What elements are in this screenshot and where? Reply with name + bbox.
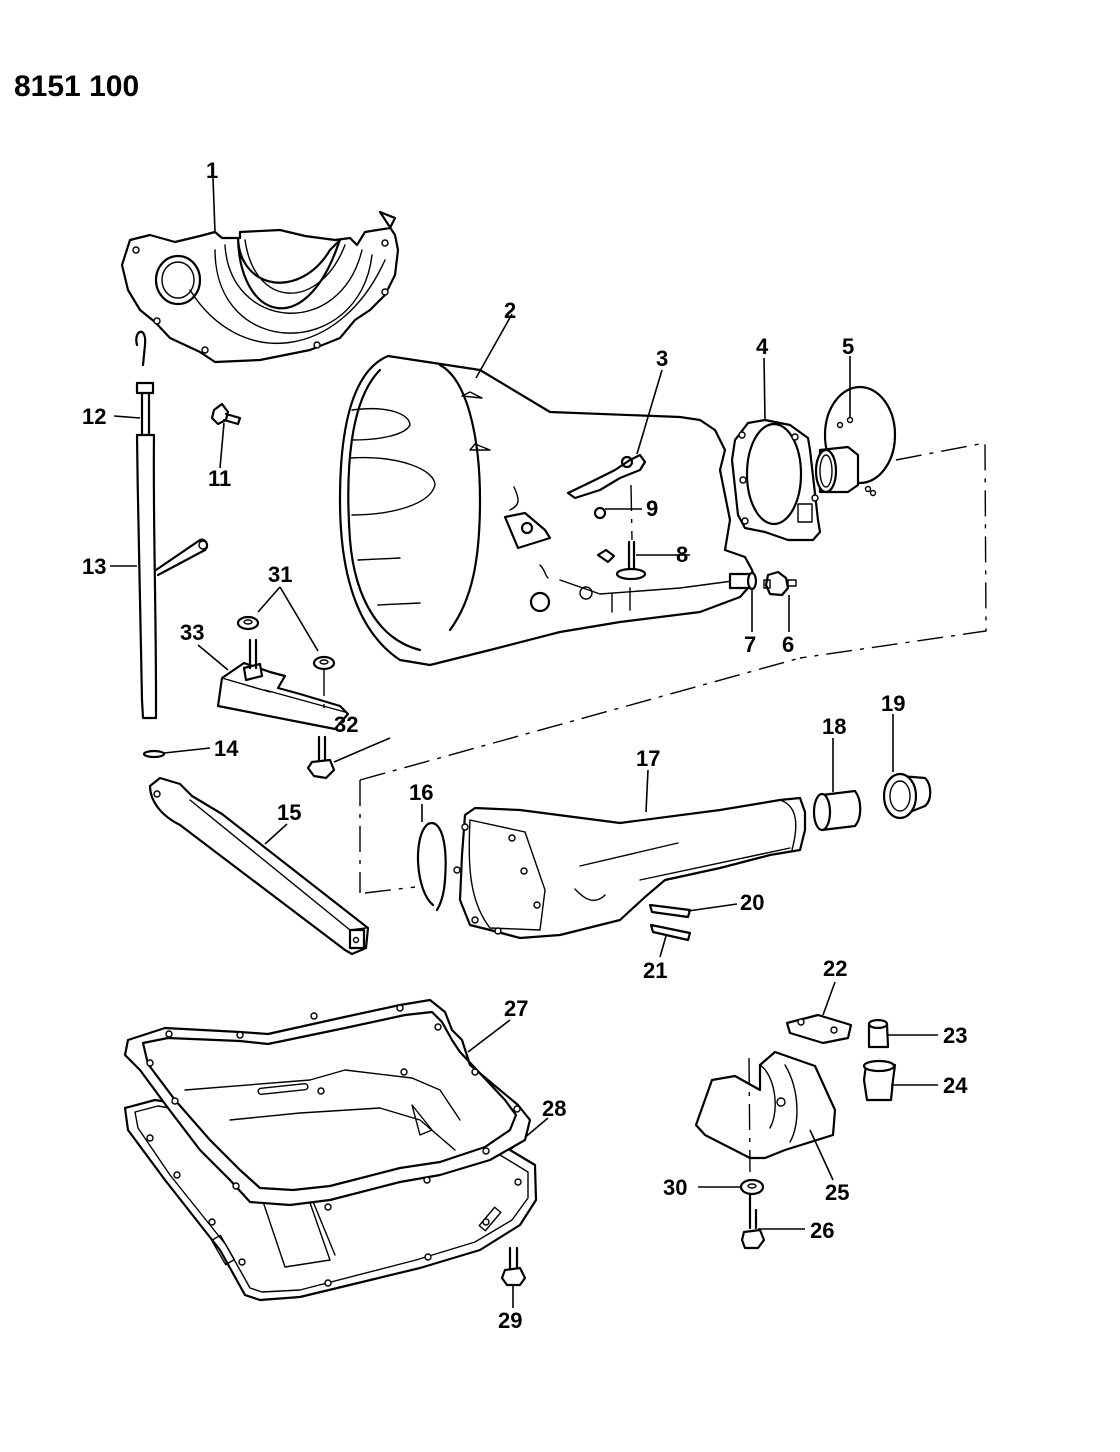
callout-18: 18 bbox=[822, 714, 846, 739]
callout-26: 26 bbox=[810, 1218, 834, 1243]
assembly-guide-line bbox=[359, 442, 987, 894]
part-2-transmission-case[interactable] bbox=[338, 313, 757, 667]
callout-9: 9 bbox=[646, 496, 658, 521]
callout-16: 16 bbox=[409, 780, 433, 805]
callout-33: 33 bbox=[180, 620, 204, 645]
part-30-washer[interactable] bbox=[698, 1178, 765, 1196]
part-12-13-dipstick-tube[interactable] bbox=[110, 330, 209, 720]
part-3-lever[interactable] bbox=[566, 369, 663, 541]
part-19-seal[interactable] bbox=[882, 714, 932, 820]
part-18-bushing[interactable] bbox=[812, 738, 862, 832]
figure-number: 8151 100 bbox=[14, 70, 139, 103]
callout-8: 8 bbox=[676, 542, 688, 567]
callout-13: 13 bbox=[82, 554, 106, 579]
part-14-clip[interactable] bbox=[142, 747, 211, 759]
callout-19: 19 bbox=[881, 691, 905, 716]
callout-29: 29 bbox=[498, 1308, 522, 1333]
part-21-plate[interactable] bbox=[649, 923, 692, 958]
callout-28: 28 bbox=[542, 1096, 566, 1121]
callout-27: 27 bbox=[504, 996, 528, 1021]
callout-15: 15 bbox=[277, 800, 301, 825]
part-8-stud[interactable] bbox=[615, 540, 690, 581]
callout-2: 2 bbox=[504, 298, 516, 323]
callout-32: 32 bbox=[334, 712, 358, 737]
callout-25: 25 bbox=[825, 1180, 849, 1205]
callout-30: 30 bbox=[663, 1175, 687, 1200]
part-27-gasket[interactable] bbox=[123, 998, 532, 1211]
part-7-fitting[interactable] bbox=[728, 571, 758, 632]
part-5-retainer[interactable] bbox=[814, 356, 897, 497]
part-25-insulator[interactable] bbox=[694, 1050, 837, 1181]
callout-12: 12 bbox=[82, 404, 106, 429]
part-1-cover-plate[interactable] bbox=[120, 177, 400, 364]
part-23-sleeve[interactable] bbox=[867, 1018, 938, 1049]
part-6-switch[interactable] bbox=[763, 570, 797, 632]
callout-31: 31 bbox=[268, 562, 292, 587]
callout-5: 5 bbox=[842, 334, 854, 359]
callout-17: 17 bbox=[636, 746, 660, 771]
part-31-spacers[interactable] bbox=[236, 586, 336, 712]
callout-4: 4 bbox=[756, 334, 769, 359]
part-33-bracket[interactable] bbox=[197, 638, 350, 731]
part-16-o-ring[interactable] bbox=[416, 804, 447, 912]
callout-23: 23 bbox=[943, 1023, 967, 1048]
part-32-bolt[interactable] bbox=[306, 735, 391, 780]
part-17-extension-housing[interactable] bbox=[453, 769, 807, 940]
callout-3: 3 bbox=[656, 346, 668, 371]
part-24-bushing[interactable] bbox=[862, 1059, 938, 1102]
part-9-pin[interactable] bbox=[593, 506, 642, 564]
callout-20: 20 bbox=[740, 890, 764, 915]
part-29-drain-bolt[interactable] bbox=[500, 1246, 527, 1308]
callout-labels: 1 2 3 4 5 6 7 8 9 11 12 13 14 15 16 17 1… bbox=[82, 158, 968, 1333]
callout-22: 22 bbox=[823, 956, 847, 981]
callout-11: 11 bbox=[208, 466, 231, 491]
callout-14: 14 bbox=[214, 736, 239, 761]
callout-6: 6 bbox=[782, 632, 794, 657]
callout-7: 7 bbox=[744, 632, 756, 657]
part-11-bolt[interactable] bbox=[210, 402, 242, 469]
part-15-support[interactable] bbox=[148, 776, 370, 956]
callout-21: 21 bbox=[643, 958, 667, 983]
part-26-bolt[interactable] bbox=[740, 1193, 805, 1250]
part-20-plate[interactable] bbox=[648, 903, 738, 919]
part-22-plate[interactable] bbox=[785, 981, 853, 1045]
callout-24: 24 bbox=[943, 1073, 968, 1098]
callout-1: 1 bbox=[206, 158, 218, 183]
part-4-gasket[interactable] bbox=[730, 357, 822, 542]
